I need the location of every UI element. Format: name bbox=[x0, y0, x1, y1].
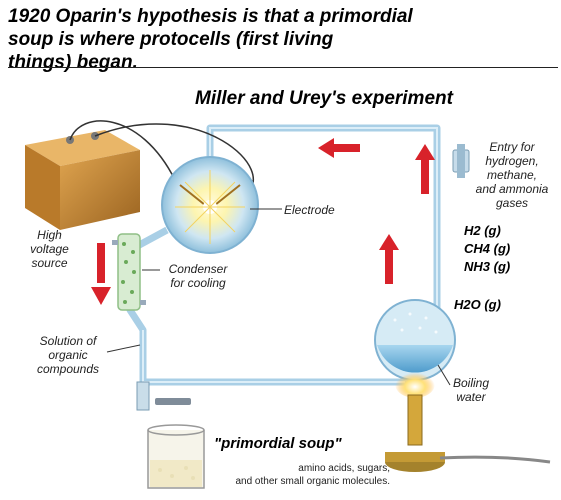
boiling-water-label: Boiling water bbox=[452, 376, 490, 404]
battery-icon bbox=[25, 130, 140, 230]
gas-ch4: CH4 (g) bbox=[464, 241, 511, 256]
beaker-icon bbox=[147, 424, 205, 489]
gas-nh3: NH3 (g) bbox=[464, 259, 511, 274]
flow-arrows bbox=[91, 138, 435, 305]
arrow-left-icon bbox=[318, 138, 360, 158]
stopcock-icon bbox=[452, 144, 470, 178]
wire bbox=[69, 120, 176, 181]
high-voltage-label: High voltage source bbox=[30, 228, 69, 270]
gas-entry-label: Entry for hydrogen, methane, and ammonia… bbox=[475, 140, 549, 210]
electrode-spark-icon bbox=[161, 156, 259, 254]
electrode-label: Electrode bbox=[284, 203, 335, 217]
solution-pointer bbox=[106, 344, 141, 353]
gas-h2o: H2O (g) bbox=[454, 297, 501, 312]
arrow-up-icon bbox=[415, 144, 435, 194]
title-divider bbox=[8, 67, 558, 68]
solution-label: Solution of organic compounds bbox=[36, 334, 100, 376]
gas-h2: H2 (g) bbox=[464, 223, 501, 238]
burner-icon bbox=[385, 394, 551, 472]
page-title: 1920 Oparin's hypothesis is that a primo… bbox=[8, 6, 413, 73]
experiment-title: Miller and Urey's experiment bbox=[195, 88, 453, 109]
primordial-soup-label: "primordial soup" bbox=[214, 435, 342, 452]
arrow-down-icon bbox=[91, 243, 111, 305]
condenser-label: Condenser for cooling bbox=[168, 262, 228, 290]
boiling-pointer bbox=[437, 364, 451, 386]
arrow-up-icon bbox=[379, 234, 399, 284]
primordial-desc: amino acids, sugars, and other small org… bbox=[235, 463, 390, 487]
drain-stopcock-icon bbox=[136, 381, 191, 411]
boiling-flask-icon bbox=[374, 299, 456, 398]
condenser-icon bbox=[112, 233, 146, 311]
